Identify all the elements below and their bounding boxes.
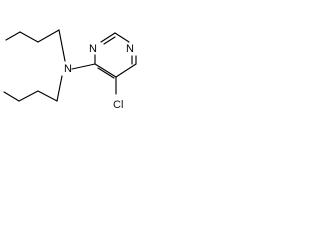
ring-bond-c2-n3-double [103, 36, 116, 45]
bond-propyl-top-3 [37, 29, 60, 43]
bond-propyl-bottom-2 [37, 90, 58, 102]
bond-propyl-top-2 [19, 31, 39, 43]
bond-propyl-bottom-1 [56, 75, 63, 102]
bond-amine-to-ring [71, 63, 96, 70]
atom-label-amine-n: N [64, 63, 72, 75]
atom-label-ring-n-top: N [126, 43, 134, 55]
ring-bond-c5-c6 [115, 63, 137, 78]
bond-propyl-top-4 [58, 29, 66, 62]
ring-bond-n1-c2 [114, 32, 130, 43]
atom-label-chlorine: Cl [113, 99, 123, 111]
ring-bond-c2-n3 [100, 32, 116, 43]
bond-propyl-top-1 [5, 31, 21, 41]
bond-lines [3, 29, 137, 102]
atom-label-ring-n-bottom: N [89, 43, 97, 55]
molecule-svg: N N N Cl [3, 29, 137, 111]
atom-labels: N N N Cl [64, 43, 134, 111]
ring-bond-c4-c5 [94, 63, 117, 78]
ring-bond-c4-c5-double [97, 67, 115, 79]
bond-propyl-bottom-3 [18, 90, 39, 102]
structure-diagram: N N N Cl [0, 0, 158, 122]
bond-propyl-bottom-4 [3, 91, 20, 102]
